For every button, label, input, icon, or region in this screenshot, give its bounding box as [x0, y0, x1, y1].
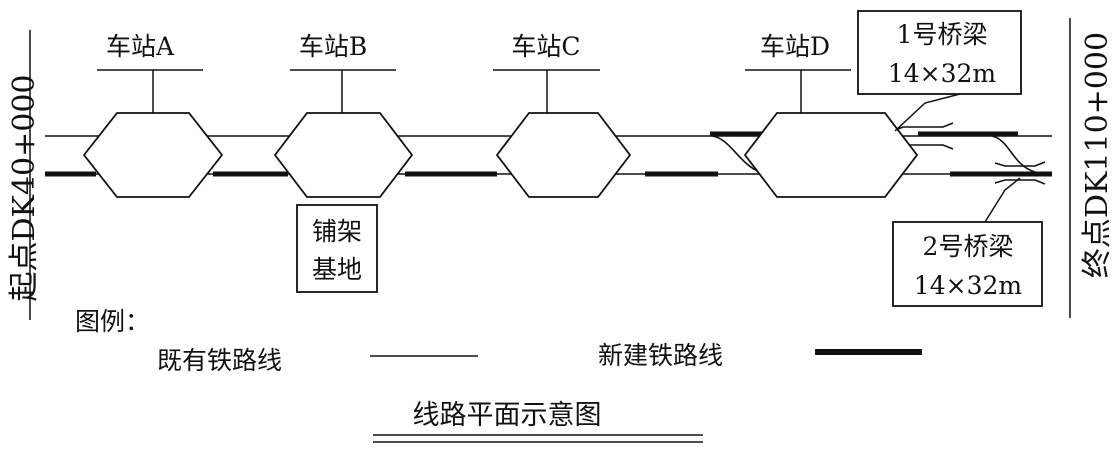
station-d-hexagon: [743, 112, 919, 198]
bridge-2-upper-wing: [994, 161, 1046, 167]
station-b: 车站B: [273, 32, 414, 198]
diagram-title: 线路平面示意图: [373, 400, 703, 443]
bridge-2-callout: 2号桥梁 14×32m: [892, 177, 1043, 307]
diagram-title-text: 线路平面示意图: [413, 400, 602, 431]
bridge-1-leader: [894, 93, 961, 132]
station-c-label: 车站C: [511, 32, 580, 61]
station-a-hexagon: [82, 112, 224, 198]
new-railway-tracks: [45, 131, 1052, 177]
track-laying-base: 铺架 基地: [296, 204, 378, 293]
crossover-curve-end: [991, 135, 1036, 173]
start-point-label: 起点DK40+000: [7, 74, 42, 301]
bridge-1-name: 1号桥梁: [897, 20, 988, 49]
bridge-2-callout-box: [892, 221, 1043, 307]
station-d: 车站D: [743, 32, 919, 198]
bridge-1-span: 14×32m: [888, 59, 997, 88]
track-laying-base-line1: 铺架: [312, 217, 362, 246]
track-laying-base-line2: 基地: [312, 255, 362, 284]
bridge-symbol-2: [994, 161, 1046, 185]
end-point-label: 终点DK110+000: [1080, 32, 1115, 278]
station-b-label: 车站B: [299, 32, 367, 61]
bridge-1-callout-box: [857, 10, 1022, 95]
bridge-2-span: 14×32m: [914, 271, 1023, 300]
bridge-2-name: 2号桥梁: [923, 232, 1014, 261]
legend-existing-label: 既有铁路线: [157, 346, 282, 375]
track-laying-base-box: [296, 204, 378, 293]
station-d-label: 车站D: [760, 32, 830, 61]
crossover-curve-cd: [711, 135, 761, 173]
station-b-hexagon: [273, 112, 414, 198]
bridge-2-lower-wing: [994, 179, 1046, 185]
bridge-1-callout: 1号桥梁 14×32m: [857, 10, 1022, 132]
station-a: 车站A: [82, 32, 224, 198]
bridge-2-leader: [984, 177, 1021, 223]
legend-new-label: 新建铁路线: [598, 341, 723, 370]
station-a-label: 车站A: [106, 32, 175, 61]
station-c: 车站C: [493, 32, 632, 198]
crossover-curves: [711, 135, 1036, 173]
legend-heading: 图例：: [75, 307, 150, 336]
station-c-hexagon: [495, 112, 632, 198]
legend: 图例： 既有铁路线 新建铁路线: [75, 307, 922, 375]
